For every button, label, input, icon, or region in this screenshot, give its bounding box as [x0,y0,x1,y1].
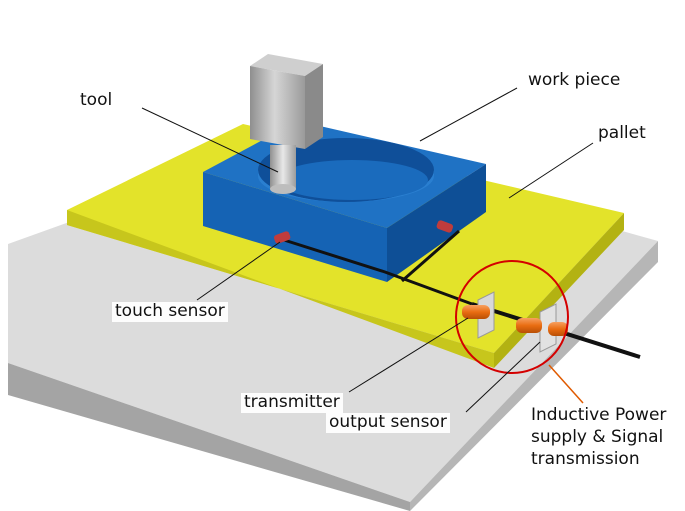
label-touch-sensor: touch sensor [112,301,228,322]
touch-sensor-front [273,231,291,244]
label-work-piece: work piece [528,70,621,90]
label-pallet: pallet [598,123,646,143]
touch-sensor-side [436,220,454,233]
callout-line-work-piece [419,87,518,142]
callout-line-transmitter [348,317,469,393]
output-sensor-coil [516,303,568,353]
tool [250,54,323,194]
label-output-sensor: output sensor [326,412,450,433]
label-tool: tool [80,90,113,110]
work-piece [203,121,486,282]
callout-line-tool [141,107,279,173]
callout-line-inductive [548,364,584,404]
transmitter-coil [462,291,495,339]
callout-lines [141,87,594,413]
callout-line-touch-sensor [196,241,281,301]
callout-line-output-sensor [465,341,541,413]
label-inductive-power: Inductive Power supply & Signal transmis… [531,405,667,470]
callout-line-pallet [508,142,594,199]
label-transmitter: transmitter [241,392,343,413]
inductive-highlight-circle [455,260,569,374]
